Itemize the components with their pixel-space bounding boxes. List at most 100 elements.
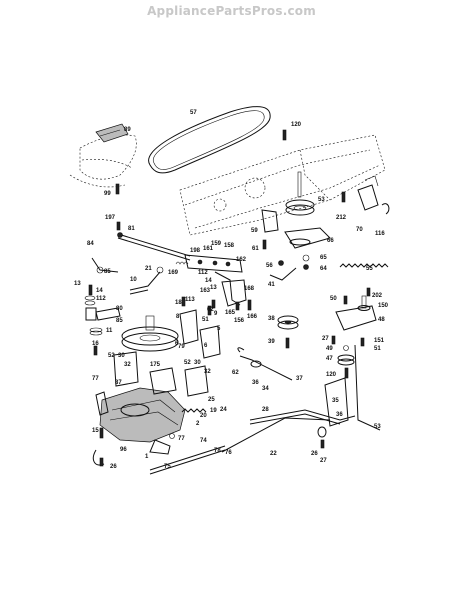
- bolt-62[interactable]: [211, 299, 216, 309]
- clip-116[interactable]: [381, 203, 390, 215]
- callout-175: 175: [150, 362, 161, 368]
- bolt-99[interactable]: [115, 183, 120, 195]
- rod-41[interactable]: [269, 267, 297, 281]
- shaft-81[interactable]: [117, 232, 191, 261]
- bolt-156[interactable]: [235, 301, 240, 311]
- callout-20: 20: [200, 413, 207, 419]
- bracket-70[interactable]: [357, 175, 379, 211]
- nut-56[interactable]: [278, 260, 284, 266]
- bolt-27a[interactable]: [331, 335, 336, 345]
- callout-8: 8: [176, 314, 180, 320]
- axle-75[interactable]: [149, 445, 226, 475]
- lever-10[interactable]: [129, 271, 161, 295]
- drive-belt-57[interactable]: [148, 106, 271, 174]
- washer-11[interactable]: [89, 327, 103, 336]
- pulley-53[interactable]: [285, 171, 315, 216]
- callout-81: 81: [128, 226, 135, 232]
- callout-75: 75: [164, 464, 171, 470]
- callout-53: 53: [318, 197, 325, 203]
- callout-62b: 62: [232, 370, 239, 376]
- callout-80: 80: [116, 306, 123, 312]
- bracket-163[interactable]: [221, 279, 247, 307]
- bracket-5[interactable]: [199, 325, 221, 359]
- bracket-8[interactable]: [179, 309, 199, 345]
- callout-66: 66: [327, 238, 334, 244]
- callout-26a: 26: [311, 451, 318, 457]
- spring-169[interactable]: [175, 261, 189, 265]
- bolt-15[interactable]: [99, 427, 104, 439]
- callout-30a: 30: [118, 353, 125, 359]
- transaxle-1[interactable]: [95, 387, 186, 455]
- callout-62: 62: [207, 307, 214, 313]
- spring-55[interactable]: [339, 263, 389, 268]
- knob-89[interactable]: [95, 123, 129, 143]
- callout-16: 16: [92, 341, 99, 347]
- shift-rod-37[interactable]: [237, 347, 293, 381]
- bolt-212[interactable]: [341, 191, 346, 203]
- rod-22[interactable]: [221, 417, 331, 453]
- callout-5: 5: [217, 326, 221, 332]
- callout-99: 99: [104, 191, 111, 197]
- clip-77[interactable]: [169, 433, 175, 439]
- idler-bracket-66[interactable]: [284, 227, 331, 249]
- bolt-16[interactable]: [93, 345, 98, 356]
- callout-166: 166: [247, 314, 258, 320]
- callout-52b: 52: [184, 360, 191, 366]
- bolt-202[interactable]: [366, 287, 371, 297]
- bracket-48[interactable]: [335, 295, 377, 331]
- bushing-stack-left[interactable]: [84, 284, 97, 321]
- callout-202: 202: [372, 293, 383, 299]
- bracket-158[interactable]: [184, 254, 243, 273]
- rod-84[interactable]: [91, 257, 119, 274]
- callout-9: 9: [214, 311, 218, 317]
- bolt-39[interactable]: [285, 337, 290, 349]
- callout-2: 2: [196, 421, 200, 427]
- callout-70: 70: [356, 227, 363, 233]
- bracket-175[interactable]: [149, 367, 177, 395]
- pulley-47[interactable]: [337, 354, 355, 366]
- bolt-166[interactable]: [247, 299, 252, 311]
- rod-53b[interactable]: [354, 344, 381, 431]
- callout-112b: 112: [96, 296, 106, 302]
- callout-65: 65: [320, 255, 327, 261]
- callout-77b: 77: [178, 436, 185, 442]
- callout-59: 59: [251, 228, 258, 234]
- spring-24[interactable]: [181, 408, 207, 413]
- callout-77a: 77: [92, 376, 99, 382]
- callout-50: 50: [330, 296, 337, 302]
- callout-198: 198: [190, 248, 201, 254]
- callout-53b: 53: [374, 424, 381, 430]
- callout-74: 74: [200, 438, 207, 444]
- bracket-35[interactable]: [324, 377, 349, 427]
- callout-10: 10: [130, 277, 137, 283]
- bolt-151[interactable]: [360, 337, 365, 347]
- callout-13b: 13: [74, 281, 81, 287]
- bolt-50[interactable]: [343, 295, 348, 305]
- callout-169: 169: [168, 270, 179, 276]
- seat-fender-outline: [69, 134, 137, 188]
- callout-30b: 30: [194, 360, 201, 366]
- pulley-38[interactable]: [277, 315, 299, 330]
- bracket-30[interactable]: [113, 351, 139, 387]
- bolt-9[interactable]: [207, 305, 212, 316]
- bracket-32[interactable]: [184, 365, 209, 397]
- nut-64[interactable]: [303, 264, 309, 270]
- bolt-120b[interactable]: [344, 367, 349, 379]
- bolt-26[interactable]: [99, 457, 104, 467]
- washer-49[interactable]: [343, 345, 349, 351]
- callout-14a: 14: [205, 278, 212, 284]
- bracket-59[interactable]: [261, 209, 279, 233]
- rod-162[interactable]: [214, 271, 241, 306]
- pin-197[interactable]: [116, 221, 121, 231]
- callout-151: 151: [374, 338, 385, 344]
- bolt-120[interactable]: [282, 129, 287, 141]
- bushing-26-27[interactable]: [317, 426, 327, 449]
- handle-knob-21[interactable]: [156, 266, 164, 274]
- bolt-61[interactable]: [262, 239, 267, 250]
- main-pulley[interactable]: [121, 315, 179, 352]
- callout-55: 55: [366, 266, 373, 272]
- bracket-80[interactable]: [95, 307, 121, 321]
- washer-65[interactable]: [302, 254, 310, 262]
- callout-27a: 27: [322, 336, 329, 342]
- bolt-18[interactable]: [181, 296, 186, 307]
